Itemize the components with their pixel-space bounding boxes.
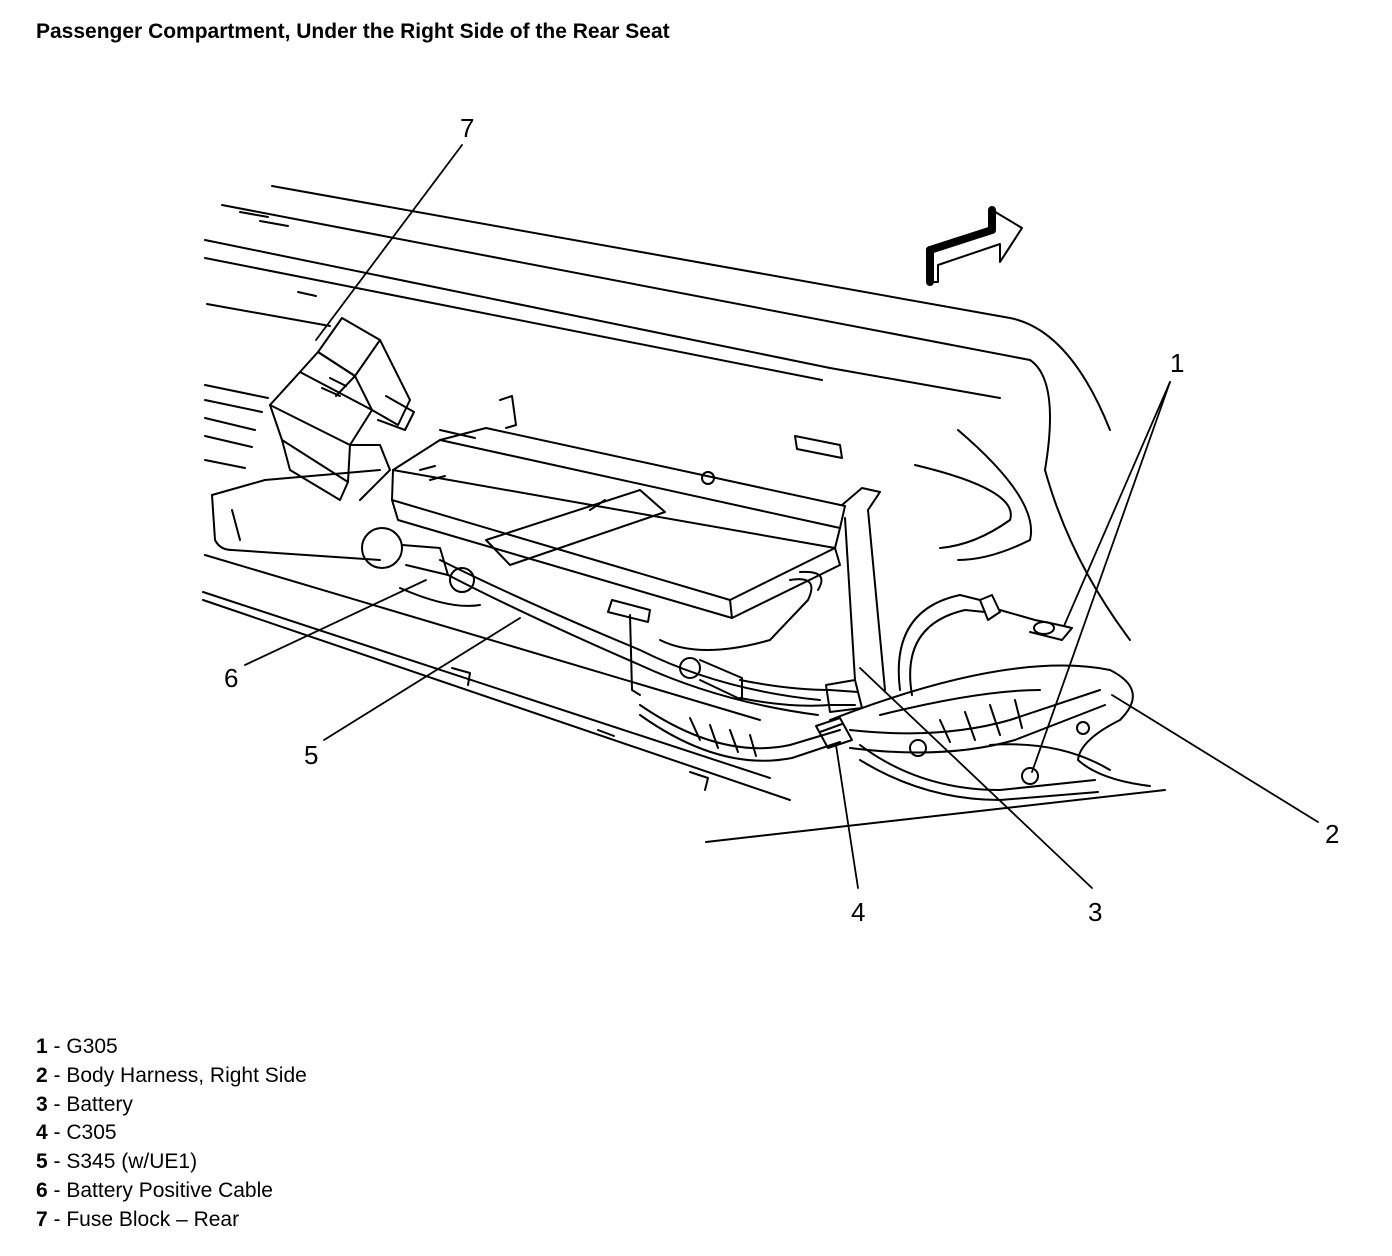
legend-item: 4 - C305 [36, 1119, 307, 1148]
legend-item: 1 - G305 [36, 1033, 307, 1062]
wiring-illustration: 7 1 2 3 4 5 6 [202, 113, 1339, 927]
cable-to-battery-terminal [679, 657, 863, 713]
leader-line-4 [835, 744, 859, 889]
legend-number: 2 [36, 1063, 48, 1087]
g305-ground [1021, 767, 1039, 785]
legend-number: 3 [36, 1092, 48, 1116]
callout-5: 5 [304, 740, 318, 770]
legend-number: 5 [36, 1150, 48, 1174]
legend-separator: - [47, 1092, 67, 1116]
legend-separator: - [47, 1207, 67, 1231]
callout-3: 3 [1088, 897, 1102, 927]
battery-positive-cable [361, 527, 821, 716]
battery-bracket [629, 487, 886, 696]
diagram-title: Passenger Compartment, Under the Right S… [36, 20, 670, 43]
legend-item: 3 - Battery [36, 1091, 307, 1120]
legend-number: 7 [36, 1207, 48, 1231]
legend-item: 2 - Body Harness, Right Side [36, 1062, 307, 1091]
legend-separator: - [47, 1063, 67, 1087]
legend-separator: - [47, 1178, 67, 1202]
legend-text: C305 [66, 1121, 117, 1145]
callout-7: 7 [460, 113, 474, 143]
legend-text: Fuse Block – Rear [66, 1207, 240, 1231]
callout-2: 2 [1325, 819, 1339, 849]
legend-item: 5 - S345 (w/UE1) [36, 1148, 307, 1177]
callout-6: 6 [224, 663, 238, 693]
callout-1: 1 [1170, 348, 1184, 378]
left-trim-bracket [204, 384, 381, 561]
leader-line-5 [323, 617, 521, 741]
legend-item: 6 - Battery Positive Cable [36, 1177, 307, 1206]
legend-text: S345 (w/UE1) [66, 1150, 198, 1174]
callout-4: 4 [851, 897, 865, 927]
leader-line-6 [244, 579, 427, 666]
ground-cable [607, 570, 1073, 696]
leader-line-3 [859, 667, 1093, 889]
legend-separator: - [47, 1121, 67, 1145]
body-harness [639, 689, 1106, 801]
legend-text: Battery Positive Cable [66, 1178, 273, 1202]
leader-line-1b [1031, 381, 1171, 773]
component-legend: 1 - G305 2 - Body Harness, Right Side 3 … [36, 1033, 307, 1235]
rear-seat-panel [204, 185, 1131, 641]
legend-number: 6 [36, 1178, 48, 1202]
legend-item: 7 - Fuse Block – Rear [36, 1206, 307, 1235]
legend-separator: - [47, 1150, 67, 1174]
battery [391, 395, 846, 619]
leader-line-7 [315, 144, 463, 341]
legend-number: 1 [36, 1035, 48, 1058]
legend-text: G305 [66, 1035, 118, 1058]
legend-text: Battery [66, 1092, 133, 1116]
leader-line-2 [1111, 694, 1319, 823]
legend-number: 4 [36, 1121, 48, 1145]
leader-line-1a [1063, 381, 1171, 627]
legend-text: Body Harness, Right Side [66, 1063, 307, 1087]
c305-connector [815, 717, 853, 749]
fuse-block [269, 317, 415, 501]
forward-arrow-icon [926, 206, 1023, 286]
floor-pan [202, 554, 1166, 843]
legend-separator: - [47, 1035, 67, 1058]
leader-lines [244, 144, 1319, 889]
